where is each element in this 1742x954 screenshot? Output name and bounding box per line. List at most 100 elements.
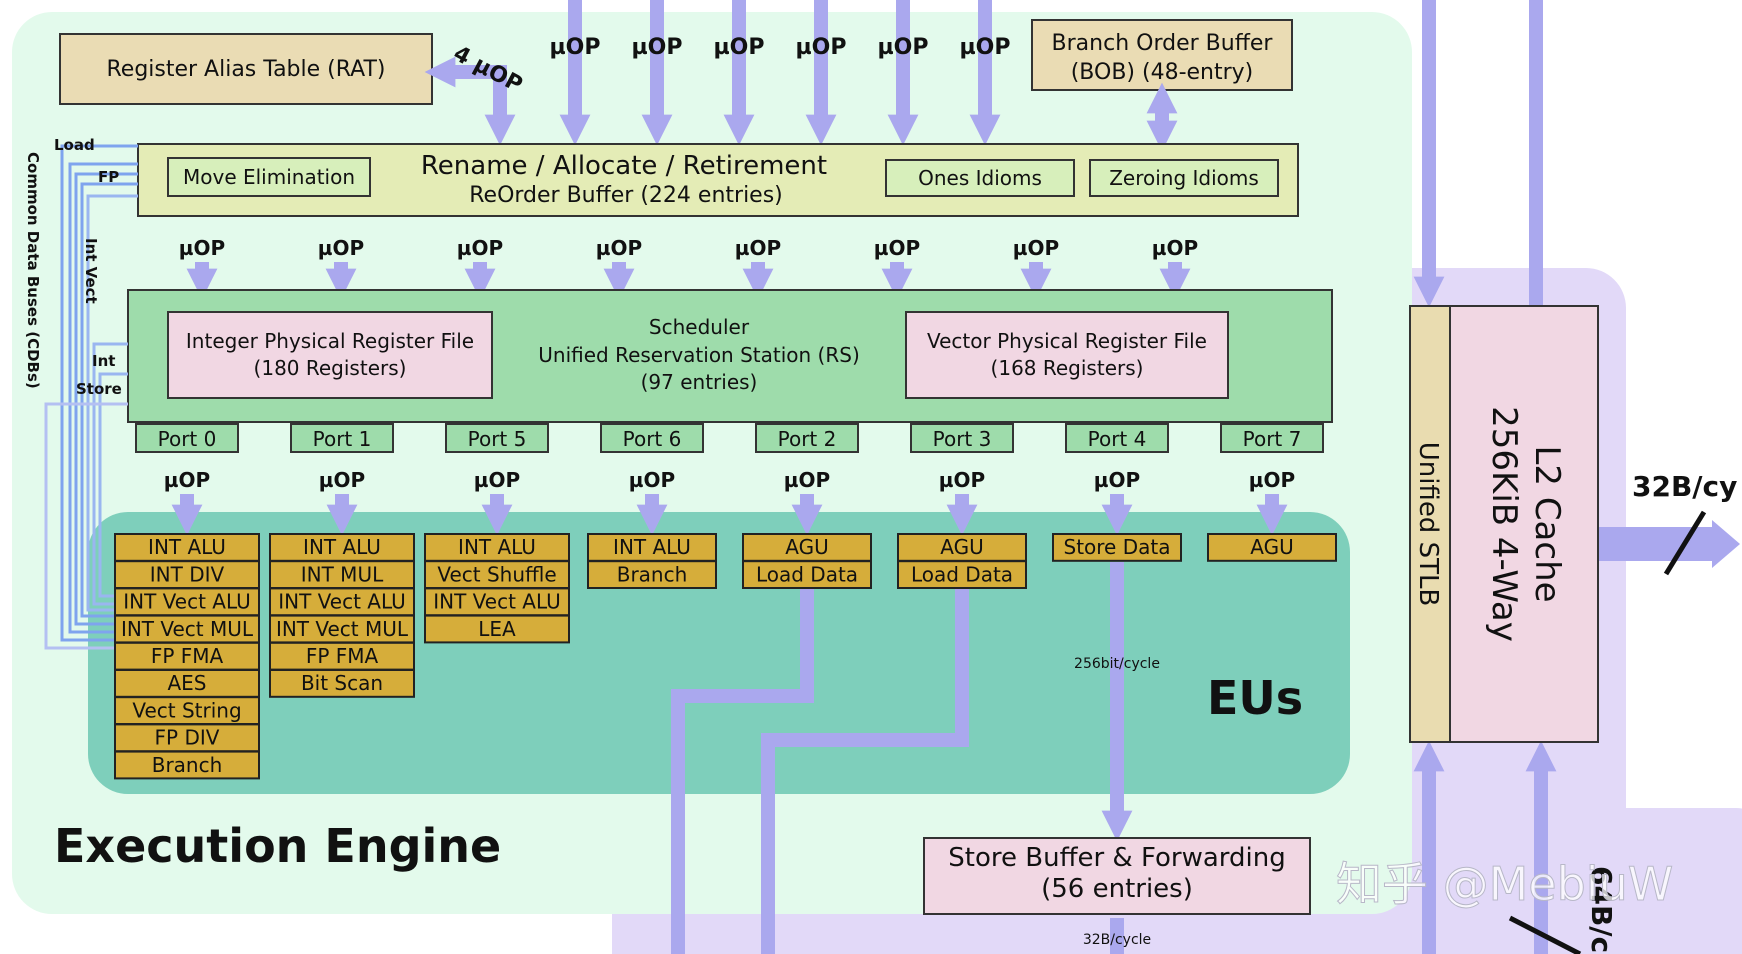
port-uop-label: µOP bbox=[629, 468, 675, 492]
l2-bottom-label: 64B/c bbox=[1585, 866, 1618, 953]
port-uop-label: µOP bbox=[474, 468, 520, 492]
rob-uop-label: µOP bbox=[457, 236, 503, 260]
store-buffer-line2: (56 entries) bbox=[1041, 874, 1193, 904]
rob-uop-label: µOP bbox=[596, 236, 642, 260]
eu-box bbox=[269, 533, 415, 562]
eu-box bbox=[1207, 533, 1337, 562]
top-uop-labels: µOP µOP µOP µOP µOP µOP bbox=[549, 35, 1010, 60]
scheduler-line3: (97 entries) bbox=[641, 370, 758, 394]
port-label: Port 4 bbox=[1088, 427, 1147, 451]
eu-box bbox=[424, 533, 570, 562]
top-uop-label: µOP bbox=[631, 35, 682, 60]
rob-uop-label: µOP bbox=[735, 236, 781, 260]
port-label: Port 5 bbox=[468, 427, 527, 451]
l2-cache-line2: 256KiB 4-Way bbox=[1484, 406, 1524, 642]
port-box bbox=[600, 423, 704, 453]
cdb-load-label: Load bbox=[54, 136, 95, 154]
eu-label: Branch bbox=[617, 562, 688, 586]
eu-label: FP FMA bbox=[151, 644, 224, 668]
eu-label: INT ALU bbox=[303, 535, 381, 559]
ones-idioms-box bbox=[885, 159, 1075, 197]
rob-uop-label: µOP bbox=[1013, 236, 1059, 260]
rob-uop-label: µOP bbox=[1152, 236, 1198, 260]
cdb-int-vect-label: Int Vect bbox=[82, 238, 100, 304]
port-uop-label: µOP bbox=[784, 468, 830, 492]
port-box bbox=[1220, 423, 1324, 453]
eu-box bbox=[114, 750, 260, 780]
eu-label: INT Vect ALU bbox=[123, 590, 251, 614]
eu-label: INT ALU bbox=[148, 535, 226, 559]
port-label: Port 6 bbox=[623, 427, 682, 451]
eu-label: INT ALU bbox=[613, 535, 691, 559]
port-uop-label: µOP bbox=[1249, 468, 1295, 492]
port-label: Port 0 bbox=[158, 427, 217, 451]
eu-box bbox=[742, 533, 872, 562]
top-uop-label: µOP bbox=[795, 35, 846, 60]
port-label: Port 2 bbox=[778, 427, 837, 451]
rob-uop-arrows bbox=[186, 262, 1191, 300]
vec-prf-line2: (168 Registers) bbox=[991, 356, 1144, 380]
port-box bbox=[755, 423, 859, 453]
rob-title: Rename / Allocate / Retirement bbox=[421, 151, 827, 181]
cdb-store-label: Store bbox=[76, 380, 122, 398]
rob-uop-label: µOP bbox=[318, 236, 364, 260]
cdb-fp-label: FP bbox=[98, 168, 119, 186]
vec-prf-line1: Vector Physical Register File bbox=[927, 329, 1207, 353]
eu-box bbox=[114, 533, 260, 562]
bob-line2: (BOB) (48-entry) bbox=[1071, 60, 1254, 85]
port-uop-arrows bbox=[171, 494, 1288, 536]
l2-bottom-slash bbox=[1508, 915, 1582, 954]
eu-box bbox=[742, 560, 872, 590]
vec-prf-box bbox=[905, 311, 1229, 399]
port-uop-label: µOP bbox=[319, 468, 365, 492]
eu-label: Branch bbox=[152, 753, 223, 777]
l2-out-slash bbox=[1663, 510, 1707, 576]
port-label: Port 3 bbox=[933, 427, 992, 451]
scheduler-line1: Scheduler bbox=[649, 315, 750, 339]
watermark: 知乎 @MebiuW bbox=[1336, 857, 1673, 911]
eu-box bbox=[114, 669, 260, 698]
cdb-lines bbox=[44, 144, 138, 650]
int-prf-line1: Integer Physical Register File bbox=[186, 329, 474, 353]
eu-box bbox=[269, 669, 415, 698]
eu-label: AGU bbox=[785, 535, 828, 559]
move-elimination-box bbox=[167, 157, 371, 197]
eu-label: INT Vect ALU bbox=[278, 590, 406, 614]
port-uop-label: µOP bbox=[164, 468, 210, 492]
port-box bbox=[445, 423, 549, 453]
rob-uop-label: µOP bbox=[179, 236, 225, 260]
rat-arrow bbox=[424, 56, 516, 146]
eu-box bbox=[114, 560, 260, 590]
port-label: Port 1 bbox=[313, 427, 372, 451]
eu-box bbox=[424, 587, 570, 617]
stlb-box bbox=[1409, 305, 1451, 743]
eu-label: INT ALU bbox=[458, 535, 536, 559]
cdb-int-label: Int bbox=[92, 352, 115, 370]
l2-out-label: 32B/cy bbox=[1632, 470, 1737, 503]
top-uop-label: µOP bbox=[549, 35, 600, 60]
rat-label: Register Alias Table (RAT) bbox=[106, 57, 385, 82]
top-uop-arrows bbox=[559, 0, 1543, 308]
ones-idioms-label: Ones Idioms bbox=[918, 166, 1042, 190]
load-store-paths bbox=[671, 527, 1720, 954]
move-elimination-label: Move Elimination bbox=[183, 165, 355, 189]
eu-label: INT Vect MUL bbox=[276, 617, 409, 641]
port-uop-labels: µOP µOP µOP µOP µOP µOP µOP µOP bbox=[164, 468, 1295, 492]
eu-label: AGU bbox=[1250, 535, 1293, 559]
zeroing-idioms-box bbox=[1089, 159, 1279, 197]
top-uop-label: µOP bbox=[713, 35, 764, 60]
bob-line1: Branch Order Buffer bbox=[1052, 31, 1274, 56]
top-uop-label: µOP bbox=[959, 35, 1010, 60]
store-buffer-box bbox=[923, 837, 1311, 915]
eu-label: INT Vect MUL bbox=[121, 617, 254, 641]
port-label: Port 7 bbox=[1243, 427, 1302, 451]
eu-label: Vect Shuffle bbox=[437, 562, 556, 586]
execution-engine-title: Execution Engine bbox=[54, 819, 501, 873]
eu-label: FP FMA bbox=[306, 644, 379, 668]
scheduler-line2: Unified Reservation Station (RS) bbox=[538, 343, 860, 367]
port-uop-label: µOP bbox=[1094, 468, 1140, 492]
l2-cache-line1: L2 Cache bbox=[1527, 445, 1567, 602]
zeroing-idioms-label: Zeroing Idioms bbox=[1109, 166, 1259, 190]
